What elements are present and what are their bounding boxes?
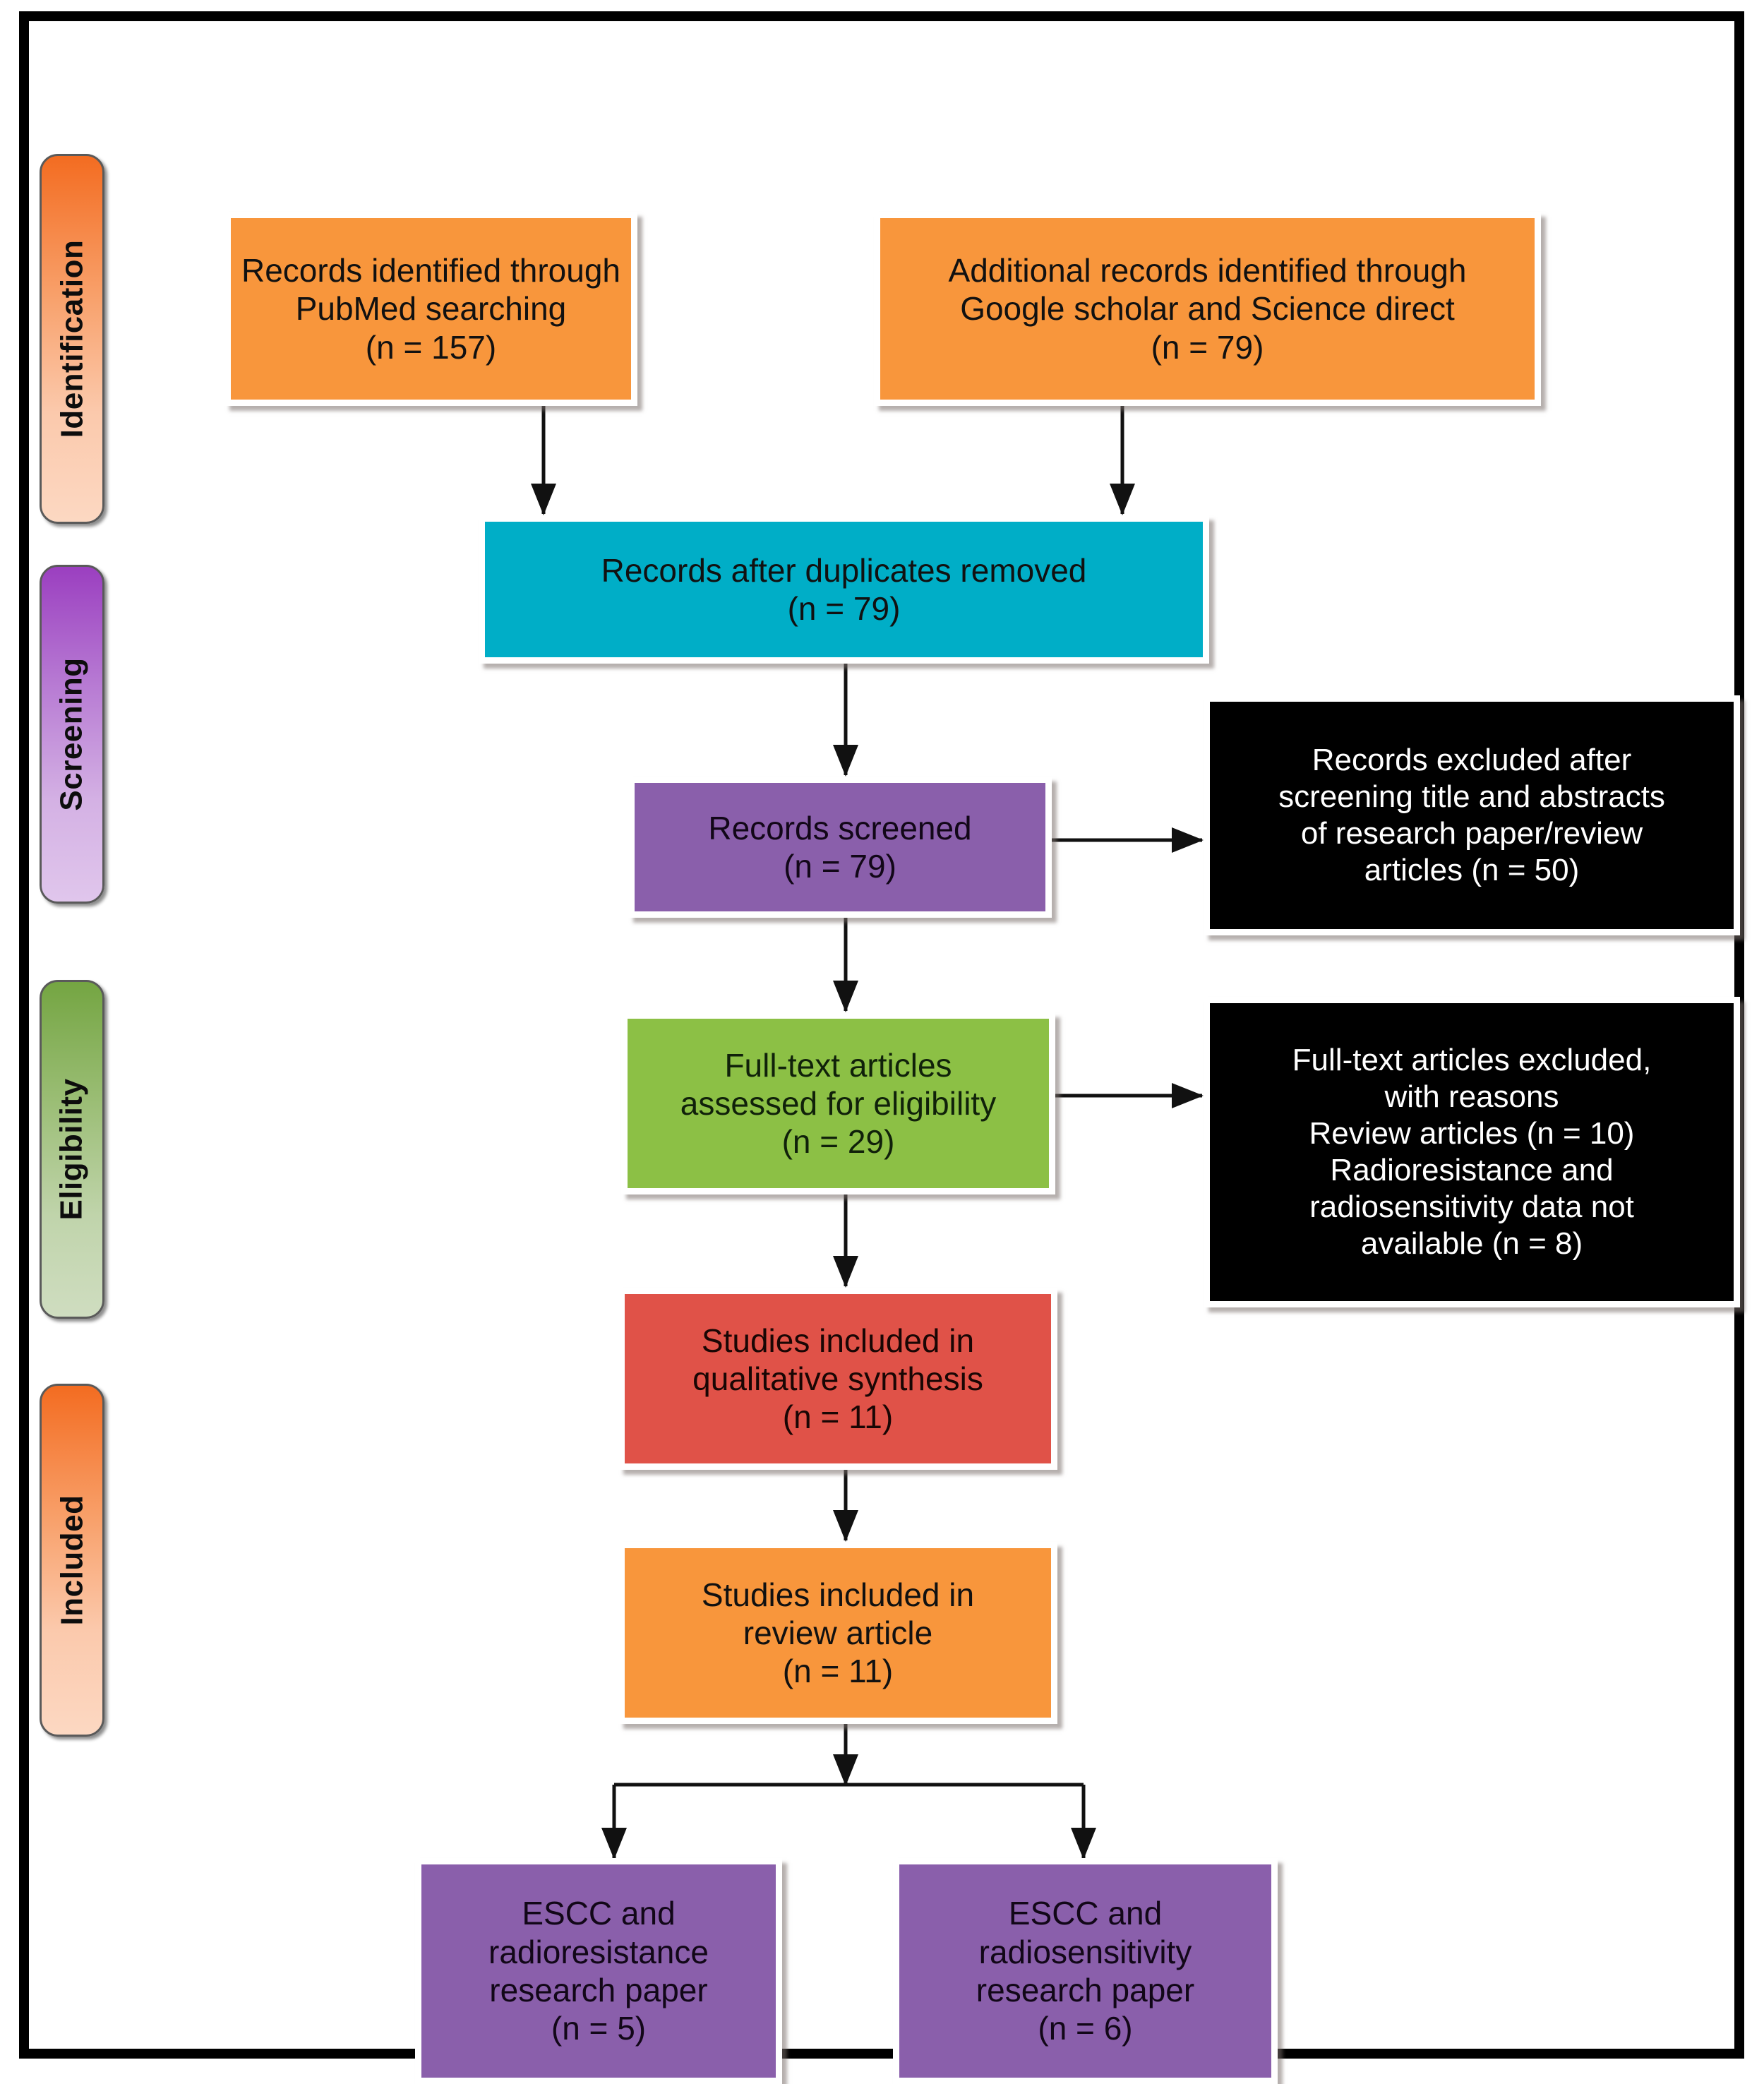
node-line: Records excluded after <box>1312 743 1632 778</box>
node-line: (n = 79) <box>784 848 896 885</box>
stage-label-identification-text: Identification <box>54 239 89 438</box>
node-line: assessed for eligibility <box>680 1084 997 1122</box>
node-line: (n = 11) <box>782 1653 894 1690</box>
node-records-excluded-after-screening: Records excluded after screening title a… <box>1204 695 1740 935</box>
node-line: research paper <box>976 1972 1195 2008</box>
node-line: Studies included in <box>701 1322 975 1359</box>
node-line: (n = 11) <box>782 1399 894 1436</box>
stage-label-identification: Identification <box>40 154 104 524</box>
node-line: Additional records identified through <box>948 252 1467 289</box>
node-records-identified-pubmed: Records identified through PubMed search… <box>224 212 637 406</box>
node-full-text-articles-excluded: Full-text articles excluded, with reason… <box>1204 997 1740 1307</box>
node-records-after-duplicates-removed: Records after duplicates removed (n = 79… <box>479 515 1209 664</box>
node-line: (n = 79) <box>787 590 901 627</box>
node-line: radioresistance <box>488 1933 709 1970</box>
stage-label-screening: Screening <box>40 565 104 904</box>
node-line: Studies included in <box>701 1576 975 1613</box>
node-line: qualitative synthesis <box>692 1360 983 1397</box>
node-line: screening title and abstracts <box>1278 779 1665 815</box>
node-line: (n = 5) <box>551 2010 647 2047</box>
node-line: available (n = 8) <box>1360 1226 1583 1261</box>
node-line: ESCC and <box>522 1895 676 1932</box>
node-line: (n = 79) <box>1151 328 1264 366</box>
node-line: Records after duplicates removed <box>601 551 1087 589</box>
node-line: with reasons <box>1384 1079 1559 1115</box>
node-escc-radiosensitivity-research-paper: ESCC and radiosensitivity research paper… <box>893 1858 1278 2084</box>
node-line: Full-text articles excluded, <box>1292 1043 1652 1078</box>
node-line: Records screened <box>708 809 972 846</box>
node-line: Full-text articles <box>724 1046 952 1084</box>
stage-label-included: Included <box>40 1384 104 1737</box>
node-line: radiosensitivity <box>978 1933 1192 1970</box>
node-full-text-articles-assessed: Full-text articles assessed for eligibil… <box>621 1012 1055 1194</box>
node-line: PubMed searching <box>295 290 567 328</box>
node-line: Records identified through <box>241 252 620 289</box>
node-line: (n = 6) <box>1038 2010 1133 2047</box>
node-line: Radioresistance and <box>1330 1153 1614 1187</box>
node-additional-records-identified: Additional records identified through Go… <box>874 212 1541 406</box>
stage-label-included-text: Included <box>54 1495 89 1626</box>
stage-label-eligibility: Eligibility <box>40 980 104 1319</box>
stage-label-eligibility-text: Eligibility <box>54 1078 90 1221</box>
node-studies-included-qualitative-synthesis: Studies included in qualitative synthesi… <box>618 1288 1057 1470</box>
node-line: (n = 157) <box>365 328 497 366</box>
node-line: radiosensitivity data not <box>1309 1189 1634 1224</box>
node-studies-included-review-article: Studies included in review article (n = … <box>618 1542 1057 1724</box>
node-line: (n = 29) <box>781 1123 895 1161</box>
node-line: Review articles (n = 10) <box>1309 1116 1635 1151</box>
node-line: research paper <box>489 1972 708 2008</box>
node-line: review article <box>743 1614 933 1651</box>
stage-label-screening-text: Screening <box>54 657 89 811</box>
node-line: ESCC and <box>1008 1895 1163 1932</box>
node-line: articles (n = 50) <box>1364 852 1580 887</box>
node-escc-radioresistance-research-paper: ESCC and radioresistance research paper … <box>415 1858 782 2084</box>
node-line: Google scholar and Science direct <box>960 290 1455 328</box>
node-line: of research paper/review <box>1300 816 1643 851</box>
node-records-screened: Records screened (n = 79) <box>628 777 1052 918</box>
